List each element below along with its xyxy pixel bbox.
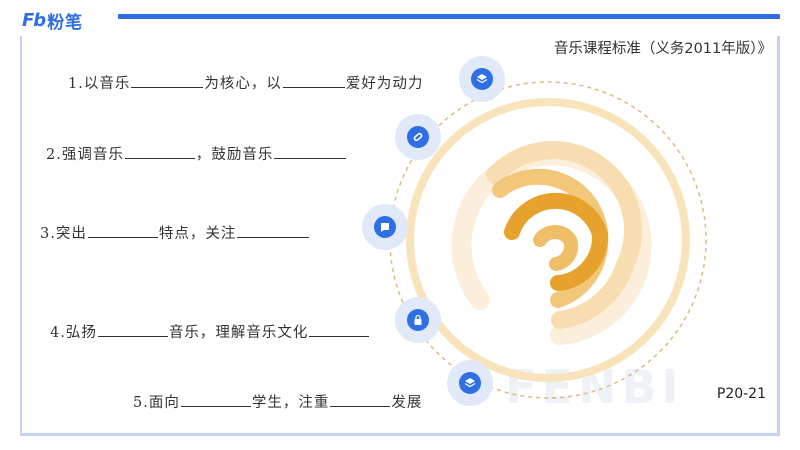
link-icon: [407, 126, 429, 148]
arc-4: [504, 192, 609, 291]
fill-blank[interactable]: [309, 335, 370, 337]
link-icon-button[interactable]: [395, 114, 441, 160]
fill-blank[interactable]: [274, 157, 347, 159]
fill-blank[interactable]: [97, 335, 168, 337]
fill-blank[interactable]: [124, 157, 195, 159]
fill-blank[interactable]: [87, 236, 158, 238]
pale-ring: [406, 98, 690, 382]
header-bar: [118, 14, 780, 19]
logo-mark: Fb: [22, 9, 46, 31]
chat-icon: [374, 216, 396, 238]
list-item-4: 4.弘扬 音乐，理解音乐文化: [50, 321, 370, 342]
item-text: 3.突出: [40, 226, 87, 242]
item-text: 4.弘扬: [50, 325, 97, 341]
item-text: 5.面向: [133, 395, 180, 411]
layers-icon: [459, 372, 481, 394]
fill-blank[interactable]: [330, 405, 391, 407]
item-text: 学生，注重: [251, 395, 330, 411]
item-text: 爱好为动力: [345, 76, 424, 92]
arc-2: [486, 141, 643, 329]
list-item-5: 5.面向 学生，注重 发展: [133, 391, 422, 412]
logo-text: 粉笔: [47, 12, 84, 33]
page-number-label: P20-21: [716, 386, 766, 402]
layers-icon-button[interactable]: [459, 56, 505, 102]
list-item-1: 1.以音乐 为核心，以 爱好为动力: [68, 72, 423, 93]
item-text: ，鼓励音乐: [195, 147, 274, 163]
item-text: 音乐，理解音乐文化: [168, 325, 309, 341]
item-text: 发展: [391, 395, 423, 411]
fill-blank[interactable]: [237, 236, 310, 238]
list-item-2: 2.强调音乐 ，鼓励音乐: [46, 143, 347, 164]
brand-logo: Fb 粉笔: [22, 6, 83, 34]
item-text: 特点，关注: [158, 226, 237, 242]
lock-icon: [407, 309, 429, 331]
slide-subtitle: 音乐课程标准（义务2011年版）》: [553, 41, 772, 57]
chat-icon-button[interactable]: [362, 204, 408, 250]
item-text: 2.强调音乐: [46, 147, 124, 163]
layers-icon-button-2[interactable]: [447, 360, 493, 406]
layers-icon: [471, 68, 493, 90]
fill-blank[interactable]: [180, 405, 251, 407]
fill-blank[interactable]: [131, 86, 204, 88]
list-item-3: 3.突出 特点，关注: [40, 222, 310, 243]
arc-5: [533, 225, 579, 271]
slide-frame: [20, 36, 780, 436]
item-text: 1.以音乐: [68, 76, 131, 92]
fill-blank[interactable]: [282, 86, 345, 88]
lock-icon-button[interactable]: [395, 297, 441, 343]
item-text: 为核心，以: [204, 76, 282, 92]
